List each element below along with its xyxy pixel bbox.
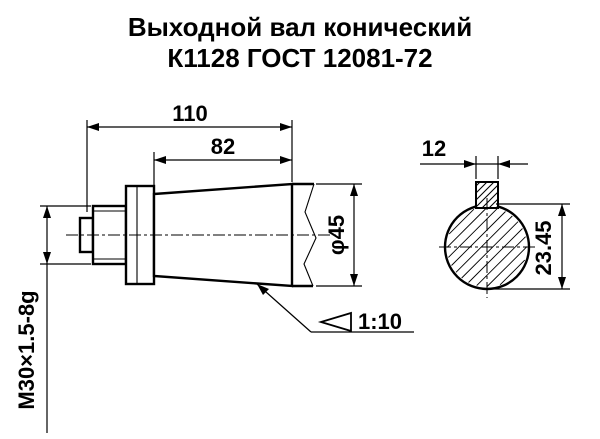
dim-text-thread: M30×1.5-8g: [14, 290, 39, 409]
drawing-title-line1: Выходной вал конический: [128, 12, 472, 42]
dim-text-taper: 1:10: [358, 309, 402, 334]
dim-arrow: [498, 160, 510, 168]
taper-symbol-icon: [317, 311, 352, 333]
dim-arrow: [280, 123, 292, 131]
dim-arrow: [154, 156, 166, 164]
break-line: [303, 183, 317, 287]
dimension-key-width: 12: [420, 136, 528, 179]
dim-arrow: [558, 204, 566, 216]
drawing-title-line2: К1128 ГОСТ 12081-72: [167, 43, 432, 73]
circle-hatching: [446, 206, 528, 288]
dim-arrow: [350, 274, 358, 286]
dim-arrow: [280, 156, 292, 164]
dim-text-key-width: 12: [422, 136, 446, 161]
taper-callout: 1:10: [256, 283, 414, 334]
dimension-keyway-height: 23.45: [487, 203, 570, 290]
dim-arrow: [87, 123, 99, 131]
shaft-end-view: [439, 181, 535, 298]
shaft-side-view: [66, 182, 338, 288]
dimension-cone-length: 82: [153, 134, 292, 190]
dim-text-diameter: φ45: [324, 215, 349, 255]
dim-text-110: 110: [172, 101, 208, 126]
dim-text-keyway-height: 23.45: [531, 220, 556, 275]
dimension-thread: M30×1.5-8g: [14, 205, 91, 433]
dim-arrow: [43, 252, 51, 264]
dim-arrow: [558, 277, 566, 289]
dim-arrow: [464, 160, 476, 168]
dimension-overall-length: 110: [86, 101, 293, 212]
leader-arrow: [257, 284, 269, 295]
dim-text-82: 82: [211, 134, 235, 159]
dimension-diameter: φ45: [316, 183, 362, 287]
dim-arrow: [43, 206, 51, 218]
dim-arrow: [350, 184, 358, 196]
